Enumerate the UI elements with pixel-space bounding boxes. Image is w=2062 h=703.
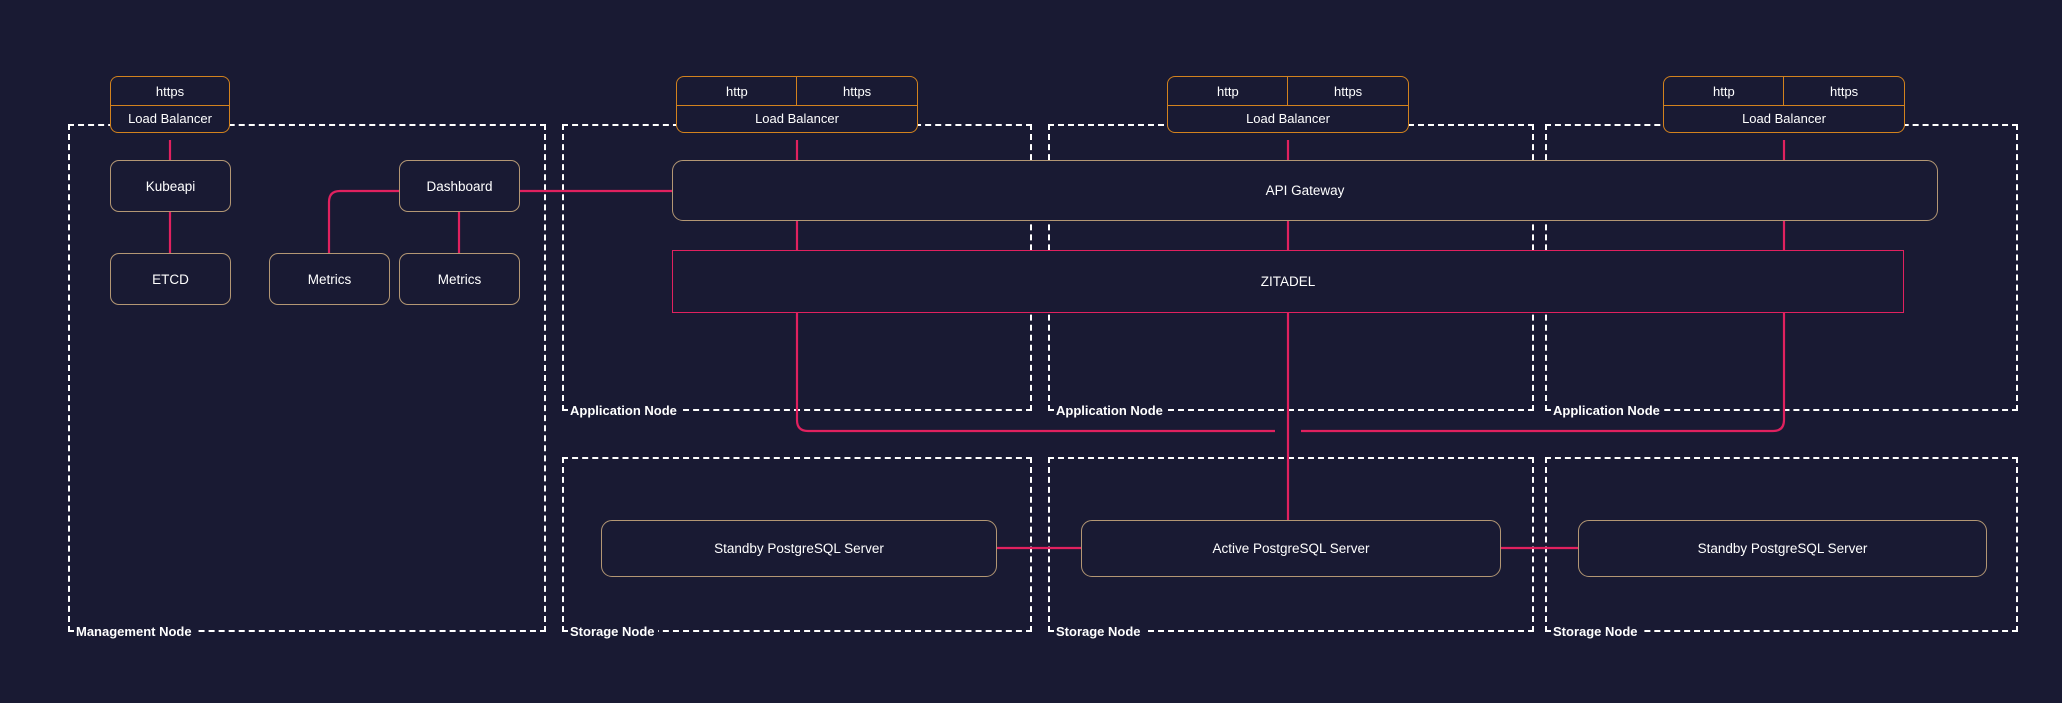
service-postgres-standby-2[interactable]: Standby PostgreSQL Server bbox=[1578, 520, 1987, 577]
service-metrics-1[interactable]: Metrics bbox=[269, 253, 390, 305]
group-label-management-node: Management Node bbox=[74, 624, 195, 639]
protocol-https[interactable]: https bbox=[110, 76, 230, 106]
service-postgres-active[interactable]: Active PostgreSQL Server bbox=[1081, 520, 1501, 577]
load-balancer-label[interactable]: Load Balancer bbox=[676, 104, 918, 134]
protocol-http[interactable]: http bbox=[676, 76, 798, 106]
load-balancer-label[interactable]: Load Balancer bbox=[1663, 104, 1905, 134]
group-label-application-node-2: Application Node bbox=[1054, 403, 1166, 418]
service-etcd[interactable]: ETCD bbox=[110, 253, 231, 305]
service-api-gateway[interactable]: API Gateway bbox=[672, 160, 1938, 221]
protocol-https[interactable]: https bbox=[1783, 76, 1905, 106]
load-balancer-app-1[interactable]: http https Load Balancer bbox=[676, 76, 918, 134]
protocol-https[interactable]: https bbox=[796, 76, 918, 106]
protocol-tabs: http https bbox=[676, 76, 918, 106]
group-label-application-node-1: Application Node bbox=[568, 403, 680, 418]
protocol-tabs: http https bbox=[1167, 76, 1409, 106]
group-management-node: Management Node bbox=[68, 124, 546, 639]
protocol-http[interactable]: http bbox=[1663, 76, 1785, 106]
group-label-storage-node-1: Storage Node bbox=[568, 624, 658, 639]
group-storage-node-2: Storage Node bbox=[1048, 457, 1534, 639]
load-balancer-app-2[interactable]: http https Load Balancer bbox=[1167, 76, 1409, 134]
service-kubeapi[interactable]: Kubeapi bbox=[110, 160, 231, 212]
group-label-storage-node-2: Storage Node bbox=[1054, 624, 1144, 639]
group-storage-node-1: Storage Node bbox=[562, 457, 1032, 639]
group-storage-node-3: Storage Node bbox=[1545, 457, 2018, 639]
load-balancer-label[interactable]: Load Balancer bbox=[110, 104, 230, 134]
load-balancer-label[interactable]: Load Balancer bbox=[1167, 104, 1409, 134]
service-metrics-2[interactable]: Metrics bbox=[399, 253, 520, 305]
protocol-https[interactable]: https bbox=[1287, 76, 1409, 106]
service-zitadel[interactable]: ZITADEL bbox=[672, 250, 1904, 313]
service-postgres-standby-1[interactable]: Standby PostgreSQL Server bbox=[601, 520, 997, 577]
service-dashboard[interactable]: Dashboard bbox=[399, 160, 520, 212]
group-label-storage-node-3: Storage Node bbox=[1551, 624, 1641, 639]
load-balancer-app-3[interactable]: http https Load Balancer bbox=[1663, 76, 1905, 134]
load-balancer-management[interactable]: https Load Balancer bbox=[110, 76, 230, 134]
group-label-application-node-3: Application Node bbox=[1551, 403, 1663, 418]
protocol-tabs: http https bbox=[1663, 76, 1905, 106]
protocol-http[interactable]: http bbox=[1167, 76, 1289, 106]
protocol-tabs: https bbox=[110, 76, 230, 106]
